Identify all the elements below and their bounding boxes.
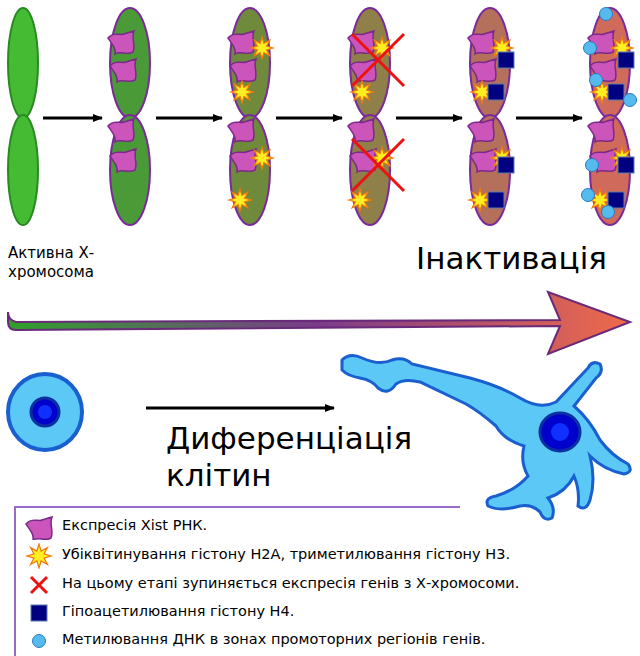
chromatid-upper [8, 8, 38, 118]
methylation-dot [584, 42, 597, 55]
ubiquitination-star [251, 147, 273, 169]
stop-cross [352, 34, 404, 86]
methylation-dot [600, 8, 613, 21]
legend-swatch [22, 628, 56, 654]
hypoacetylation-square [618, 52, 634, 68]
xist-rna [110, 149, 136, 172]
hypoacetylation-square [498, 157, 514, 173]
legend-text: Метилювання ДНК в зонах промоторних регі… [62, 631, 485, 647]
inactivation-arrow [8, 292, 630, 354]
legend-swatch [22, 543, 56, 569]
xist-rna [228, 119, 254, 142]
ubiquitination-star [229, 189, 251, 211]
step-arrow [43, 117, 102, 120]
xist-rna [350, 59, 376, 82]
xist-rna [108, 119, 134, 142]
step-arrow [276, 117, 342, 120]
stop-cross [31, 577, 47, 593]
methylation-dot [33, 635, 46, 648]
xist-rna [348, 119, 374, 142]
legend-text: Убіквітинування гістону H2A, триметилюва… [62, 546, 510, 562]
stem-cell [8, 374, 82, 450]
x-chromosome [468, 8, 514, 225]
ubiquitination-star [27, 544, 51, 568]
step-arrow [156, 117, 222, 120]
chromatid-upper [110, 8, 150, 118]
chromatid-lower [8, 115, 38, 225]
xist-rna [468, 31, 494, 54]
hypoacetylation-square [488, 192, 504, 208]
xist-rna [230, 59, 256, 82]
x-chromosome [108, 8, 150, 225]
xist-rna [26, 517, 52, 540]
chromatid-upper [350, 8, 390, 118]
xist-rna [470, 59, 496, 82]
xist-rna [108, 31, 134, 54]
step-arrow [396, 117, 462, 120]
hypoacetylation-square [498, 52, 514, 68]
x-chromosome [348, 8, 404, 225]
xist-rna [470, 149, 496, 172]
ubiquitination-star [371, 147, 393, 169]
hypoacetylation-square [608, 84, 624, 100]
process-title: Диференціація клітин [166, 420, 416, 494]
x-chromosome [582, 8, 637, 226]
ubiquitination-star [231, 81, 253, 103]
methylation-dot [602, 206, 615, 219]
xist-rna [588, 119, 614, 142]
legend-text: На цьому етапі зупиняється експресія ген… [62, 575, 519, 591]
xist-rna [228, 31, 254, 54]
ubiquitination-star [251, 37, 273, 59]
chromatid-upper [230, 8, 270, 118]
methylation-dot [624, 94, 637, 107]
ubiquitination-star [349, 189, 371, 211]
methylation-dot [590, 74, 603, 87]
state-label: Активна Х-хромосома [8, 244, 138, 282]
legend-text: Експресія Xist РНК. [62, 517, 207, 533]
legend-text: Гіпоацетилювання гістону H4. [62, 603, 294, 619]
stop-cross [352, 139, 404, 191]
xist-rna [468, 119, 494, 142]
legend-color-square [31, 605, 47, 621]
legend-swatch [22, 514, 56, 540]
xist-rna [230, 149, 256, 172]
x-chromosome [8, 8, 38, 225]
legend-swatch [22, 572, 56, 598]
step-arrow [516, 117, 582, 120]
differentiation-arrow [146, 407, 334, 410]
legend-swatch [22, 600, 56, 626]
hypoacetylation-square [618, 157, 634, 173]
methylation-dot [582, 189, 595, 202]
process-title: Інактивація [416, 240, 636, 277]
xist-rna [110, 59, 136, 82]
hypoacetylation-square [488, 84, 504, 100]
methylation-dot [586, 159, 599, 172]
x-chromosome [228, 8, 273, 225]
